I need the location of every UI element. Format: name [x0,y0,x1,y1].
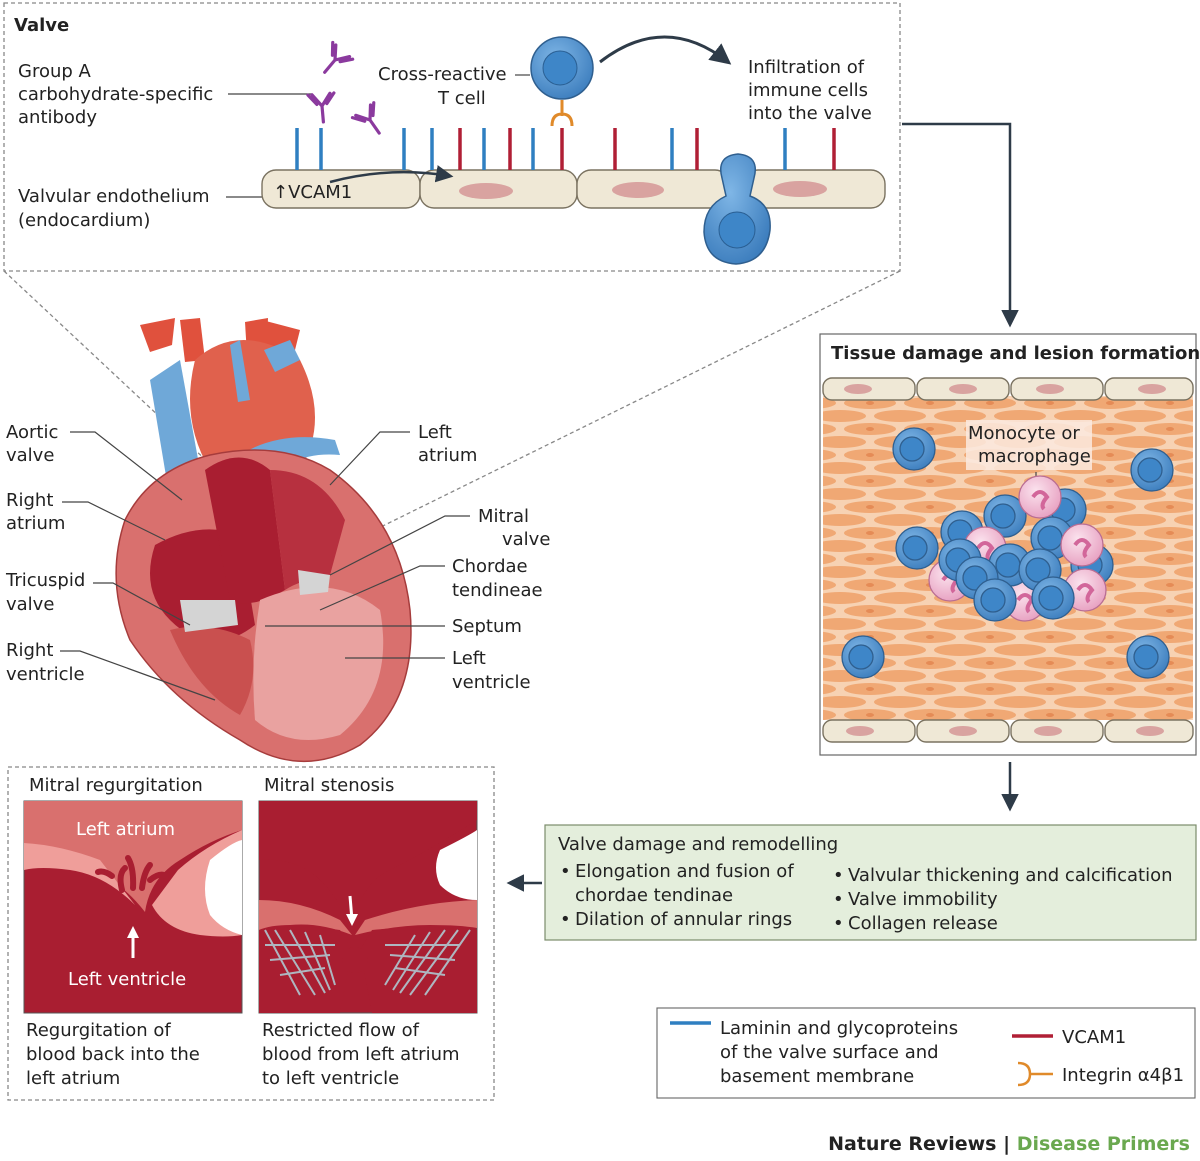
legend-integrin-icon [1017,1061,1053,1087]
legend-vcam1-label: VCAM1 [1062,1027,1126,1048]
leader-aortic-valve [70,431,183,501]
valve-panel-title: Valve [14,15,69,36]
regurgitation-title: Mitral regurgitation [29,775,203,796]
leader-tricuspid-valve [93,582,191,626]
label-septum: Septum [452,616,522,637]
label-mitral-valve: Mitral valve [478,506,550,550]
tissue-endothelium-bottom [822,719,1194,743]
label-chordae: Chordae tendineae [452,556,543,601]
footer-credit: Nature Reviews | Disease Primers [828,1133,1190,1155]
stenosis-caption: Restricted flow of blood from left atriu… [262,1020,465,1089]
stenosis-title: Mitral stenosis [264,775,394,796]
surface-molecules [295,128,836,170]
tissue-panel-title: Tissue damage and lesion formation [831,343,1200,364]
arrow-to-tissue [902,122,1019,328]
regurgitation-diagram: Left atrium Left ventricle [23,800,243,1014]
tcell-label: Cross-reactive T cell [378,64,512,109]
remodelling-item-4: • Valve immobility [833,889,998,910]
legend: Laminin and glycoproteins of the valve s… [656,1007,1196,1099]
leader-chordae [319,565,445,611]
label-left-ventricle: Left ventricle [452,648,531,693]
migrating-immune-cell [703,153,771,265]
heart-illustration [3,270,901,762]
leader-right-ventricle [60,650,216,701]
t-cell [530,36,594,127]
legend-laminin-label: Laminin and glycoproteins of the valve s… [720,1018,964,1087]
label-right-atrium: Right atrium [6,490,65,534]
stenosis-diagram [258,800,478,1014]
infiltration-arrow [599,35,732,65]
endothelial-cells [261,169,886,209]
remodelling-item-5: • Collagen release [833,913,998,934]
leader-mitral-valve [329,515,470,576]
remodelling-item-3: • Valvular thickening and calcification [833,865,1173,886]
mitral-panel: Mitral regurgitation Mitral stenosis Lef… [7,766,495,1101]
remodelling-title: Valve damage and remodelling [558,834,838,855]
integrin-icon [550,100,574,127]
regurgitation-caption: Regurgitation of blood back into the lef… [26,1020,206,1089]
regurgitation-top-label: Left atrium [76,819,175,840]
label-tricuspid-valve: Tricuspid valve [5,570,91,615]
vcam-marker: ↑VCAM1 [273,182,352,203]
tissue-endothelium-top [822,377,1194,401]
leader-right-atrium [62,501,166,541]
antibody-label: Group A carbohydrate-specific antibody [18,61,219,128]
vcam-arrow [329,165,454,184]
regurgitation-bottom-label: Left ventricle [68,969,186,990]
remodelling-item-2: • Dilation of annular rings [560,909,792,930]
remodelling-item-1: • Elongation and fusion of chordae tendi… [560,861,799,906]
leader-left-atrium [329,431,410,486]
monocyte-label: Monocyte or macrophage [968,423,1091,467]
legend-integrin-label: Integrin α4β1 [1062,1065,1184,1086]
immune-cell-cluster [841,427,1174,679]
tissue-panel: Tissue damage and lesion formation Monoc… [819,333,1200,812]
endothelium-label: Valvular endothelium (endocardium) [18,186,215,231]
valve-panel-border [3,2,901,272]
valve-panel: Valve Group A carbohydrate-specific anti… [3,2,1019,328]
label-left-atrium: Left atrium [418,422,477,466]
infiltration-label: Infiltration of immune cells into the va… [748,57,874,124]
remodelling-panel: Valve damage and remodelling • Elongatio… [506,824,1197,941]
label-aortic-valve: Aortic valve [6,422,64,466]
antibody-icon [306,40,381,135]
label-right-ventricle: Right ventricle [6,640,85,685]
